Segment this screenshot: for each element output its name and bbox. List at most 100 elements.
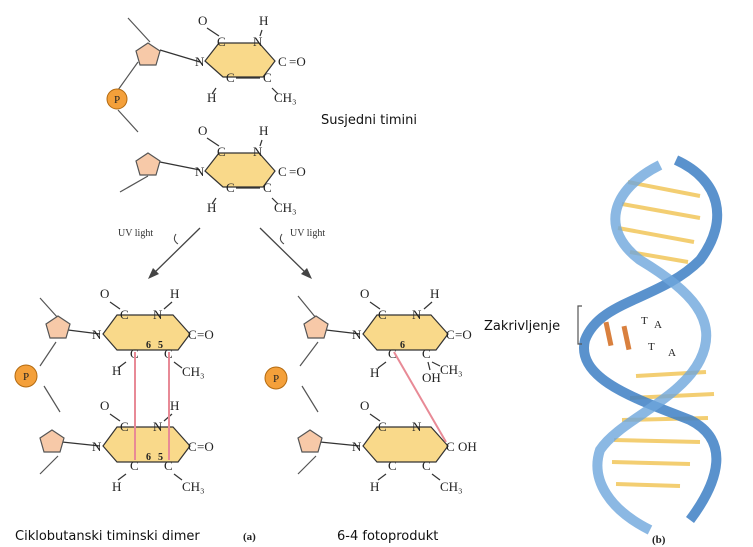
- svg-text:H: H: [170, 286, 179, 301]
- svg-text:C: C: [378, 307, 387, 322]
- svg-text:H: H: [207, 200, 216, 215]
- svg-text:C: C: [263, 180, 272, 195]
- svg-text:H: H: [370, 479, 379, 494]
- svg-text:H: H: [259, 13, 268, 28]
- helix-base-t1: T: [641, 315, 648, 327]
- svg-text:C: C: [217, 144, 226, 159]
- svg-text:C: C: [217, 34, 226, 49]
- pp64-bond: [393, 351, 447, 443]
- svg-text:H: H: [207, 90, 216, 105]
- svg-text:C: C: [378, 419, 387, 434]
- uv-label-right: UV light: [290, 228, 325, 239]
- svg-text:N: N: [253, 144, 263, 159]
- phosphate-cpd: P: [14, 364, 38, 388]
- svg-text:N: N: [153, 307, 163, 322]
- svg-text:H: H: [370, 365, 379, 380]
- svg-text:=O: =O: [197, 327, 214, 342]
- svg-text:H: H: [112, 363, 121, 378]
- svg-text:CH₃: CH₃: [274, 200, 297, 215]
- svg-text:N: N: [195, 54, 205, 69]
- dna-helix: T A T A: [577, 155, 723, 535]
- svg-text:CH₃: CH₃: [440, 362, 463, 377]
- svg-text:O: O: [100, 286, 109, 301]
- svg-text:N: N: [92, 327, 102, 342]
- svg-text:C: C: [278, 164, 287, 179]
- svg-text:N: N: [253, 34, 263, 49]
- svg-text:OH: OH: [458, 439, 477, 454]
- svg-text:5: 5: [158, 340, 163, 351]
- svg-text:6: 6: [400, 340, 405, 351]
- svg-text:C: C: [422, 458, 431, 473]
- svg-text:C: C: [446, 439, 455, 454]
- helix-base-a2: A: [668, 347, 676, 359]
- helix-dimer-1: [603, 321, 614, 347]
- svg-text:C: C: [226, 180, 235, 195]
- svg-text:CH₃: CH₃: [182, 479, 205, 494]
- svg-text:=O: =O: [289, 54, 306, 69]
- svg-text:N: N: [352, 439, 362, 454]
- svg-text:CH₃: CH₃: [274, 90, 297, 105]
- svg-text:H: H: [112, 479, 121, 494]
- svg-text:H: H: [170, 398, 179, 413]
- label-part-a: (a): [243, 531, 256, 543]
- svg-text:C: C: [188, 327, 197, 342]
- svg-text:O: O: [360, 286, 369, 301]
- sugar-cpd-2: [39, 429, 65, 453]
- sugar-pp64-1: [303, 315, 329, 339]
- svg-text:P: P: [23, 371, 29, 383]
- svg-text:C: C: [130, 458, 139, 473]
- cpd-structure: P N C N C =O O H C C 6 5 H CH₃ N C N C =…: [14, 286, 214, 494]
- svg-text:C: C: [388, 458, 397, 473]
- svg-text:CH₃: CH₃: [182, 364, 205, 379]
- svg-text:OH: OH: [422, 370, 441, 385]
- sugar-pp64-2: [297, 429, 323, 453]
- svg-text:H: H: [259, 123, 268, 138]
- svg-text:C: C: [120, 419, 129, 434]
- svg-text:C: C: [388, 346, 397, 361]
- svg-text:N: N: [92, 439, 102, 454]
- svg-text:P: P: [273, 373, 279, 385]
- svg-text:=O: =O: [197, 439, 214, 454]
- sugar-cpd-1: [45, 315, 71, 339]
- svg-text:CH₃: CH₃: [440, 479, 463, 494]
- caption-cpd: Ciklobutanski timinski dimer: [15, 529, 200, 544]
- phosphate-pp64: P: [264, 366, 288, 390]
- svg-text:C: C: [164, 458, 173, 473]
- caption-pp64: 6-4 fotoprodukt: [337, 529, 438, 544]
- label-kink: Zakrivljenje: [484, 319, 560, 334]
- kink-bracket: [577, 305, 582, 345]
- helix-base-t2: T: [648, 341, 655, 353]
- label-part-b: (b): [652, 534, 666, 546]
- helix-dimer-2: [621, 325, 632, 351]
- uv-label-left: UV light: [118, 228, 153, 239]
- adjacent-thymines-structure: P N C N C =O O H C C H CH₃ N C N C =O O …: [106, 13, 306, 215]
- svg-text:N: N: [195, 164, 205, 179]
- sugar-top-2: [135, 152, 161, 176]
- pp64-structure: P N C N C =O O H C C 6 H OH CH₃ N C N C …: [264, 286, 477, 494]
- svg-text:O: O: [198, 123, 207, 138]
- svg-text:C: C: [188, 439, 197, 454]
- svg-text:C: C: [422, 346, 431, 361]
- sugar-top-1: [135, 42, 161, 66]
- svg-text:C: C: [278, 54, 287, 69]
- svg-text:H: H: [430, 286, 439, 301]
- svg-text:O: O: [360, 398, 369, 413]
- svg-text:N: N: [352, 327, 362, 342]
- svg-text:6: 6: [146, 340, 151, 351]
- svg-text:P: P: [114, 94, 120, 106]
- svg-text:O: O: [198, 13, 207, 28]
- svg-text:=O: =O: [455, 327, 472, 342]
- uv-arrow-left: UV light: [118, 227, 201, 279]
- label-adjacent-thymines: Susjedni timini: [321, 113, 417, 128]
- phosphate-top: P: [106, 88, 128, 110]
- svg-text:C: C: [120, 307, 129, 322]
- svg-text:N: N: [412, 307, 422, 322]
- uv-arrow-right: UV light: [259, 227, 325, 279]
- svg-text:5: 5: [158, 452, 163, 463]
- svg-text:N: N: [412, 419, 422, 434]
- helix-base-a1: A: [654, 319, 662, 331]
- svg-text:6: 6: [146, 452, 151, 463]
- svg-text:C: C: [226, 70, 235, 85]
- svg-text:O: O: [100, 398, 109, 413]
